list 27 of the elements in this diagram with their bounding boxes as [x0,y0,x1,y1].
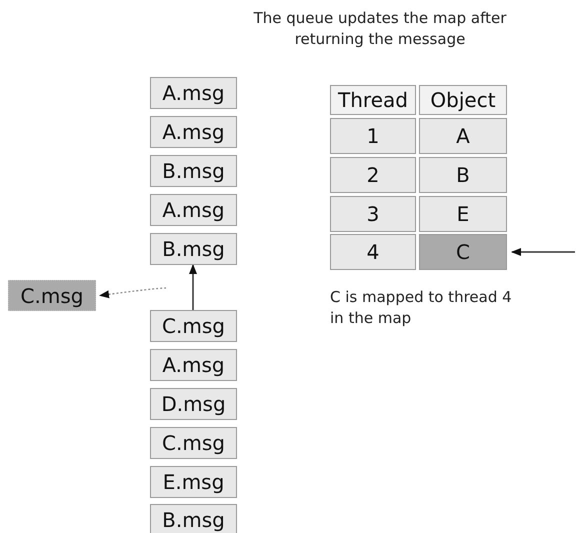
table-cell: C [419,234,507,270]
message-box: B.msg [150,504,237,533]
note-text: C is mapped to thread 4 in the map [330,287,513,329]
table-cell: 4 [330,234,416,270]
arrow [189,264,197,310]
table-cell: 1 [330,118,416,154]
arrow [511,248,575,256]
table-cell: A [419,118,507,154]
message-box: A.msg [150,77,237,109]
message-box: A.msg [150,349,237,381]
message-box: A.msg [150,194,237,226]
message-box: D.msg [150,388,237,420]
table-cell: E [419,196,507,232]
diagram-title: The queue updates the map after returning the message [252,8,508,50]
message-box: C.msg [150,310,237,342]
table-cell: B [419,157,507,193]
table-cell: 3 [330,196,416,232]
message-box: E.msg [150,466,237,498]
message-box: B.msg [150,233,237,265]
message-box: B.msg [150,155,237,187]
table-cell: Thread [330,85,416,115]
table-cell: Object [419,85,507,115]
message-box: A.msg [150,116,237,148]
removed-message-box: C.msg [8,280,96,311]
table-cell: 2 [330,157,416,193]
message-box: C.msg [150,427,237,459]
arrow [99,287,166,298]
